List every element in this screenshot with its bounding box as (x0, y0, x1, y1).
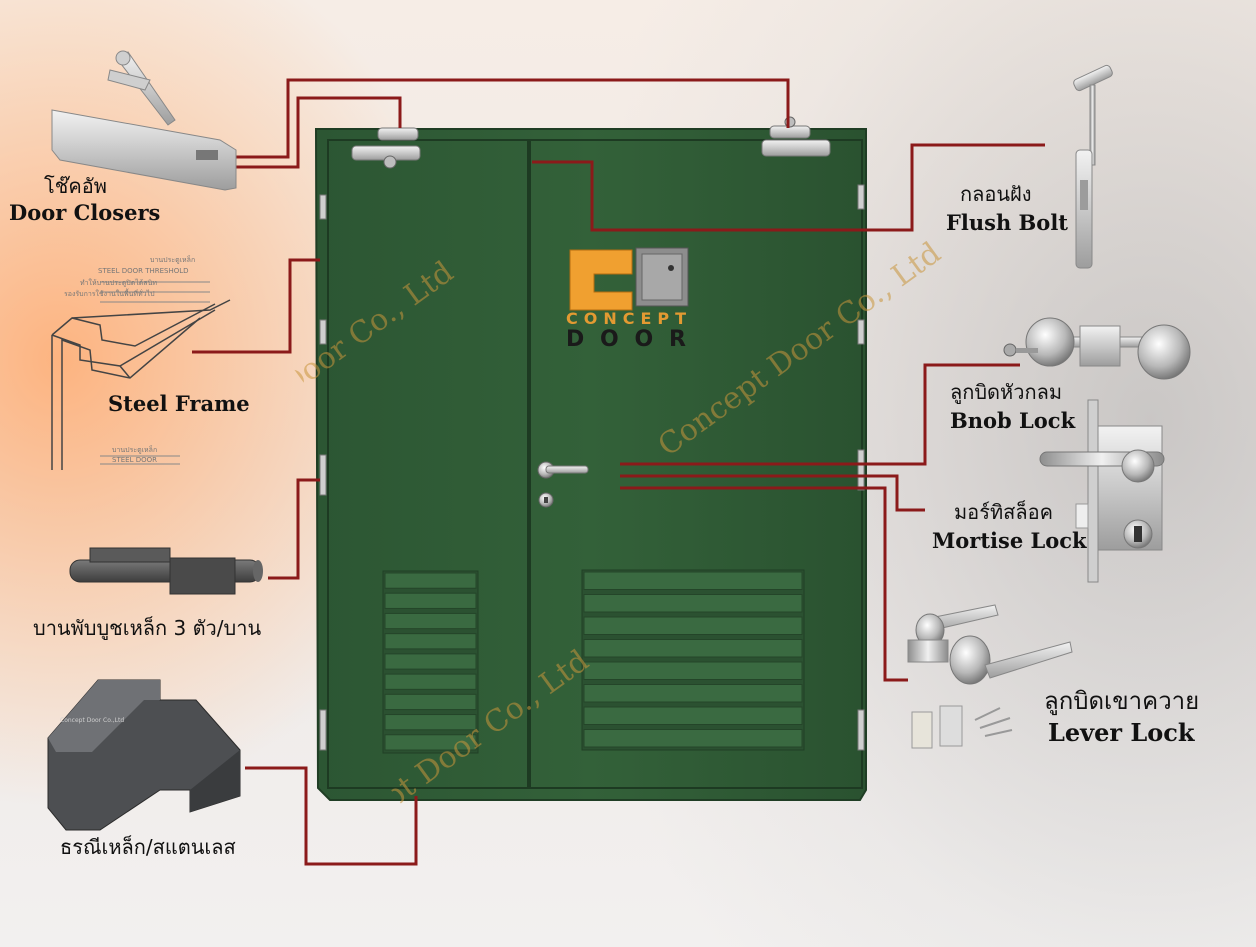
sketch-note: STEEL DOOR (112, 456, 157, 464)
logo-text-concept: CONCEPT (566, 309, 686, 328)
steel-frame-label: Steel Frame (108, 391, 250, 416)
sketch-note: ทำให้บานประตูปิดได้สนิท (80, 278, 157, 287)
louver-slat (583, 594, 803, 613)
hinge-marks (319, 184, 865, 751)
louver-slat (583, 661, 803, 680)
louver-slat (583, 684, 803, 703)
sketch-note: รองรับการใช้งานในพื้นที่ทั่วไป (64, 287, 155, 298)
sketch-note: STEEL DOOR THRESHOLD (98, 267, 189, 275)
louver-slat (583, 616, 803, 635)
hinge-image (69, 547, 263, 595)
knob-lock-thai-label: ลูกบิดหัวกลม (950, 380, 1063, 404)
door-frame-profile-image: Concept Door Co.,Ltd (47, 679, 241, 831)
mortise-lock-image (1039, 399, 1165, 583)
lever-lock-image (907, 604, 1073, 749)
door-closers-label: Door Closers (9, 200, 161, 225)
knob-lock-image (1003, 317, 1191, 380)
sketch-note: บานประตูเหล็ก (112, 445, 157, 454)
door-frame-thai-label: ธรณีเหล็ก/สแตนเลส (60, 835, 236, 859)
louver-slat (384, 714, 477, 731)
louver-slat (384, 653, 477, 670)
flush-bolt-thai-label: กลอนฝัง (960, 182, 1032, 206)
door-closer-image (51, 50, 237, 191)
hinge-thai-label: บานพับบูชเหล็ก 3 ตัว/บาน (33, 616, 262, 640)
frame-sample-text: Concept Door Co.,Ltd (60, 717, 124, 724)
flush-bolt-image (1073, 64, 1113, 269)
lever-lock-label: Lever Lock (1048, 718, 1195, 747)
knob-lock-label: Bnob Lock (950, 408, 1076, 433)
sketch-note: บานประตูเหล็ก (150, 255, 195, 264)
door-closers-thai-label: โช๊คอัพ (44, 174, 107, 198)
louver-slat (583, 729, 803, 748)
mortise-lock-label: Mortise Lock (932, 528, 1087, 553)
double-door: CONCEPT DOOR (314, 116, 867, 801)
louver-slat (583, 571, 803, 590)
flush-bolt-label: Flush Bolt (946, 210, 1068, 235)
louver-slat (384, 693, 477, 711)
louver-slat (384, 572, 477, 589)
louver-slat (384, 734, 477, 751)
steel-frame-notes: บานประตูเหล็ก STEEL DOOR THRESHOLD ทำให้… (64, 255, 195, 464)
louver-right (581, 569, 805, 751)
mortise-lock-thai-label: มอร์ทิสล็อค (954, 500, 1053, 524)
steel-frame-sketch (51, 281, 231, 470)
louver-left (382, 570, 479, 754)
connector-lines (192, 78, 1045, 866)
louver-slat (583, 639, 803, 658)
louver-slat (583, 706, 803, 725)
louver-slat (384, 612, 477, 630)
louver-slat (384, 633, 477, 650)
door-lever-handle (537, 461, 589, 508)
lever-lock-thai-label: ลูกบิดเขาควาย (1044, 687, 1200, 715)
door-closer-right (761, 116, 831, 157)
louver-slat (384, 592, 477, 609)
louver-slat (384, 673, 477, 690)
door-closer-left (351, 127, 421, 169)
